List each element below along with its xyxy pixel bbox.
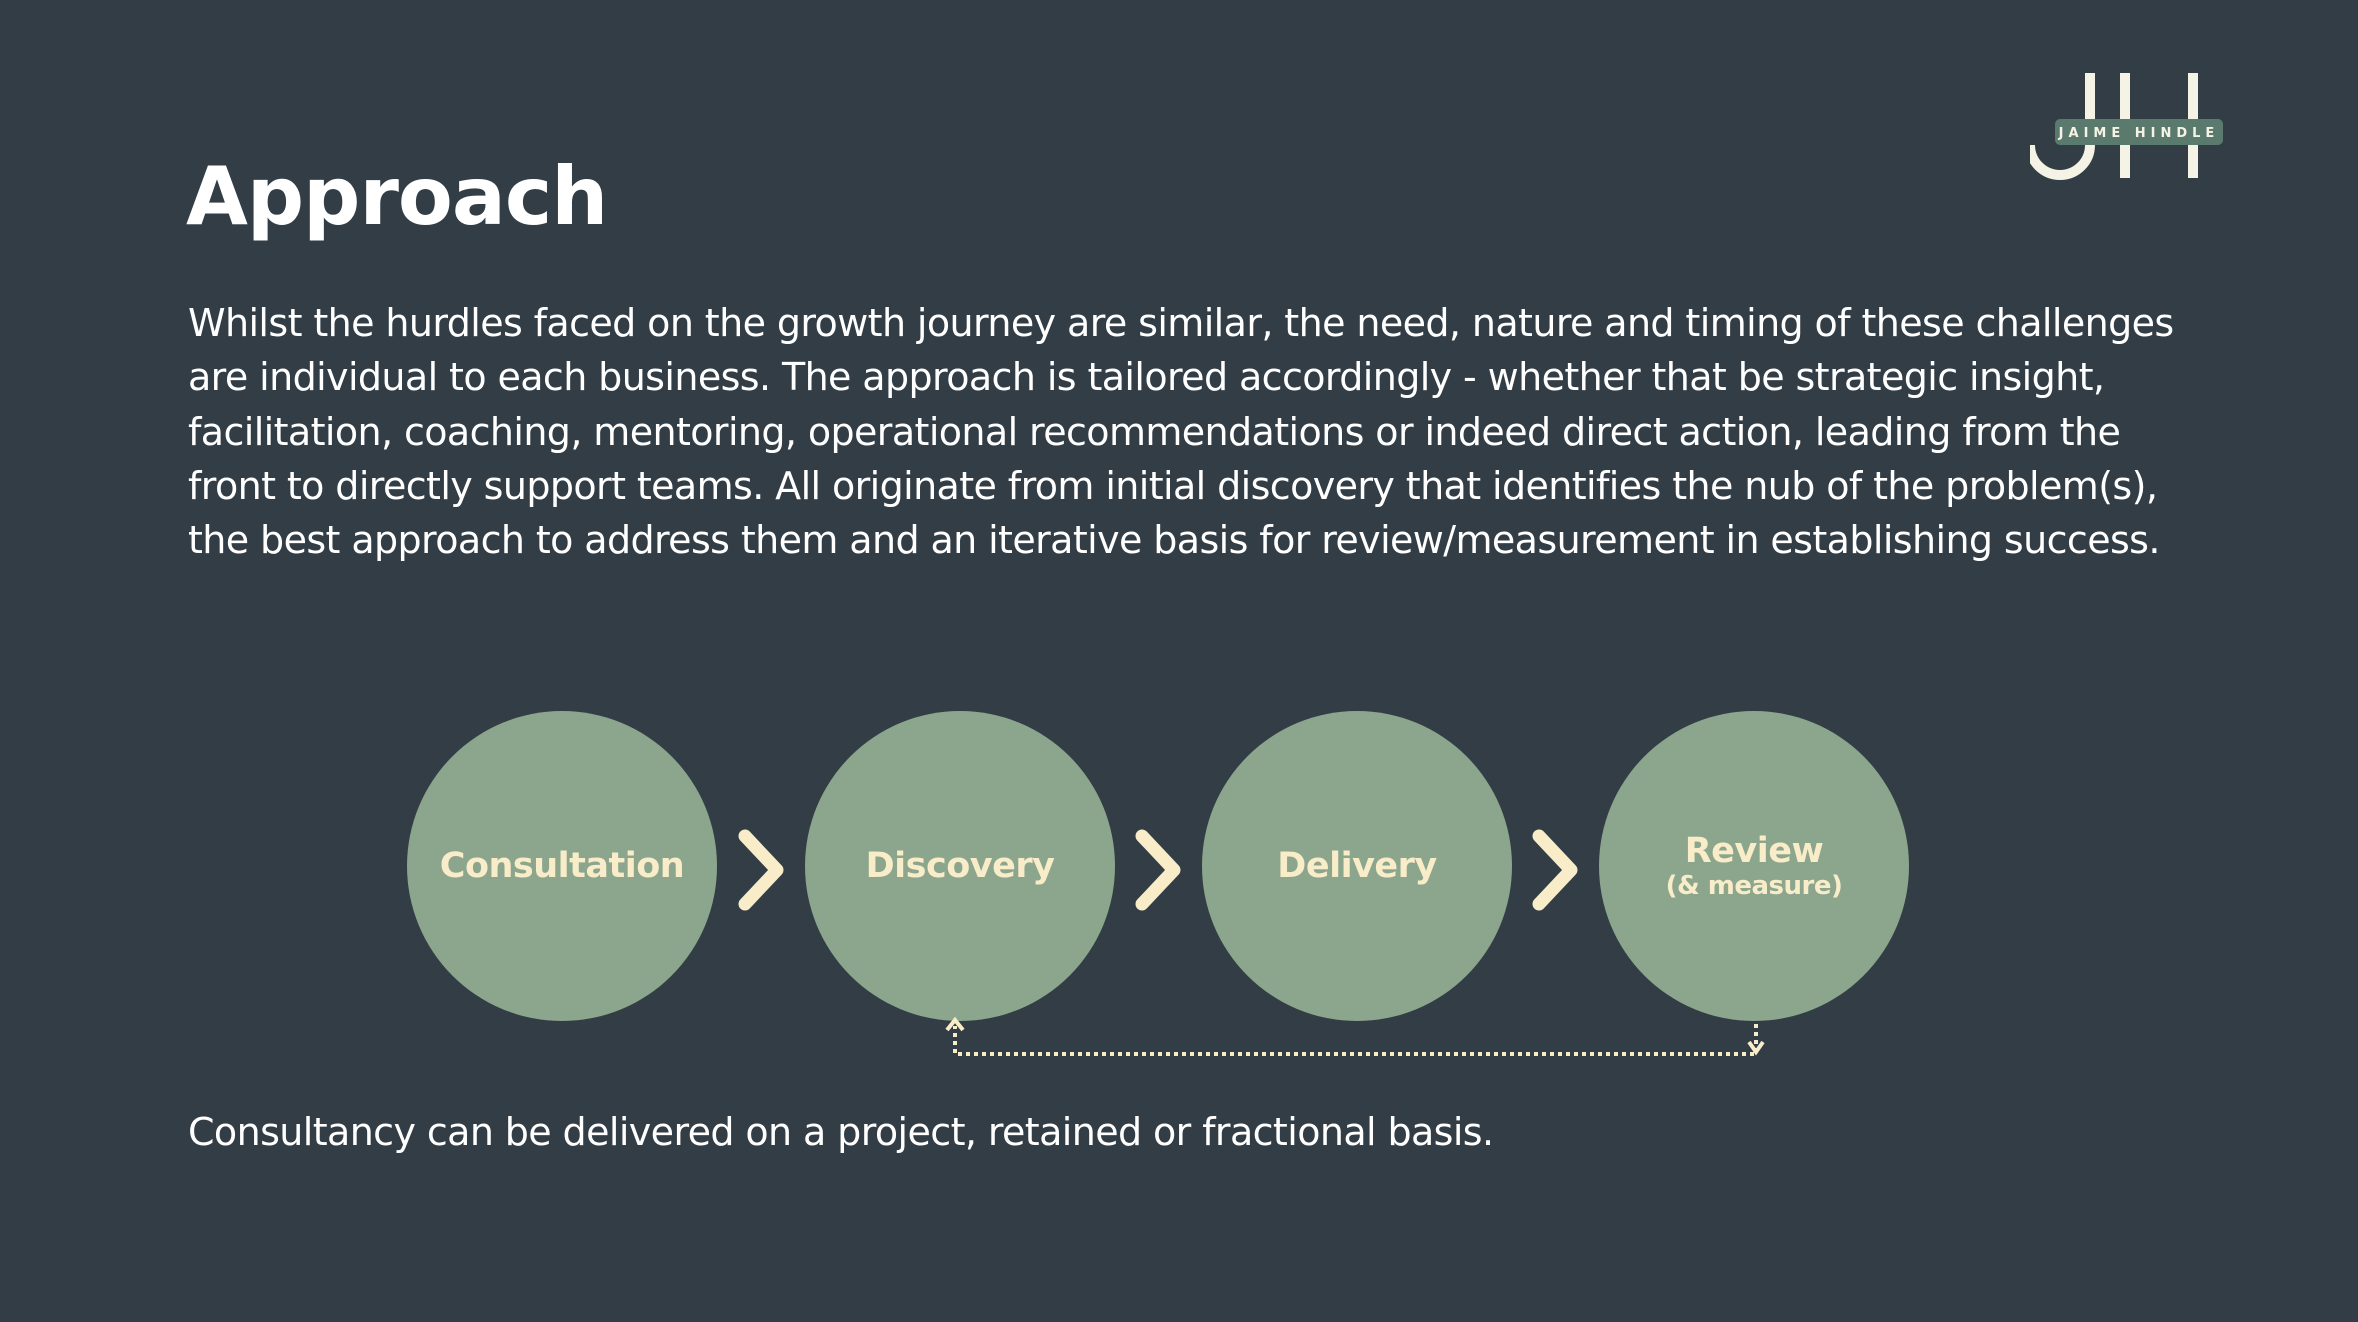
intro-paragraph: Whilst the hurdles faced on the growth j… — [188, 301, 2174, 563]
chevron-right-icon — [1135, 829, 1181, 911]
chevron-right-icon — [1532, 829, 1578, 911]
step-label: Review — [1684, 831, 1824, 871]
step-review: Review(& measure) — [1599, 711, 1909, 1021]
step-label: Delivery — [1277, 846, 1437, 886]
step-label: Discovery — [865, 846, 1055, 886]
footer-text: Consultancy can be delivered on a projec… — [188, 1110, 1494, 1154]
chevron-right-icon — [738, 829, 784, 911]
logo: JAIME HINDLE — [2025, 60, 2240, 190]
step-discovery: Discovery — [805, 711, 1115, 1021]
step-sublabel: (& measure) — [1665, 871, 1843, 901]
svg-text:JAIME HINDLE: JAIME HINDLE — [2058, 126, 2220, 141]
step-label: Consultation — [439, 846, 685, 886]
step-delivery: Delivery — [1202, 711, 1512, 1021]
page-title: Approach — [186, 150, 608, 243]
step-consultation: Consultation — [407, 711, 717, 1021]
